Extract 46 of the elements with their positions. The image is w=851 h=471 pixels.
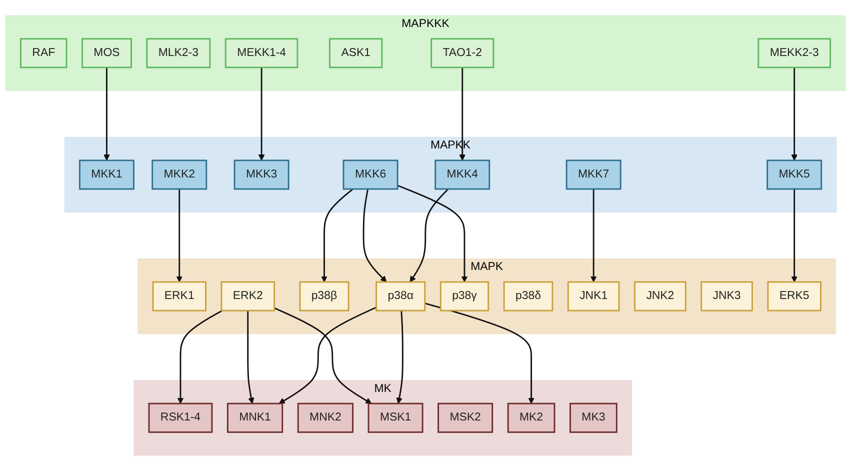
arrow: [176, 189, 182, 282]
node-box: MSK1: [368, 402, 424, 433]
node-box: p38γ: [440, 281, 490, 312]
arrow: [459, 67, 466, 161]
node-box: MEKK2-3: [758, 38, 831, 68]
node-box: MKK7: [566, 160, 622, 190]
node-box: p38α: [376, 281, 426, 312]
arrow: [258, 67, 265, 161]
node-box: RAF: [20, 38, 68, 68]
node-box: MKK2: [152, 160, 208, 190]
node-box: ERK1: [152, 281, 206, 312]
node-box: MLK2-3: [146, 38, 211, 68]
node-box: MK3: [570, 402, 618, 433]
arrow: [410, 188, 449, 282]
arrow: [791, 67, 798, 161]
node-box: ASK1: [329, 38, 383, 68]
node-box: MOS: [82, 38, 132, 68]
node-box: MK2: [507, 402, 556, 433]
node-box: JNK2: [634, 281, 686, 312]
node-box: JNK1: [567, 281, 620, 312]
node-box: JNK3: [700, 281, 753, 312]
node-box: ERK2: [220, 281, 275, 312]
node-box: MNK1: [226, 402, 284, 433]
arrow: [791, 189, 798, 282]
arrow: [362, 188, 387, 282]
node-box: MEKK1-4: [224, 38, 298, 68]
node-box: ERK5: [767, 281, 822, 312]
arrow: [177, 310, 223, 404]
node-box: MKK6: [342, 160, 398, 190]
node-box: MKK5: [766, 160, 822, 190]
node-box: MNK2: [297, 402, 354, 433]
arrow: [424, 302, 534, 404]
node-box: TAO1-2: [430, 38, 494, 68]
node-box: MKK4: [434, 160, 490, 190]
node-box: MKK1: [78, 160, 134, 190]
arrow: [397, 184, 468, 282]
node-box: p38δ: [503, 281, 554, 312]
arrow: [396, 310, 404, 404]
node-box: RSK1-4: [148, 402, 213, 433]
arrow: [247, 310, 254, 404]
arrow: [104, 67, 110, 161]
arrow: [590, 189, 597, 282]
node-box: p38β: [299, 281, 350, 312]
node-box: MSK2: [438, 402, 494, 433]
arrow: [321, 188, 354, 282]
node-box: MKK3: [234, 160, 290, 190]
